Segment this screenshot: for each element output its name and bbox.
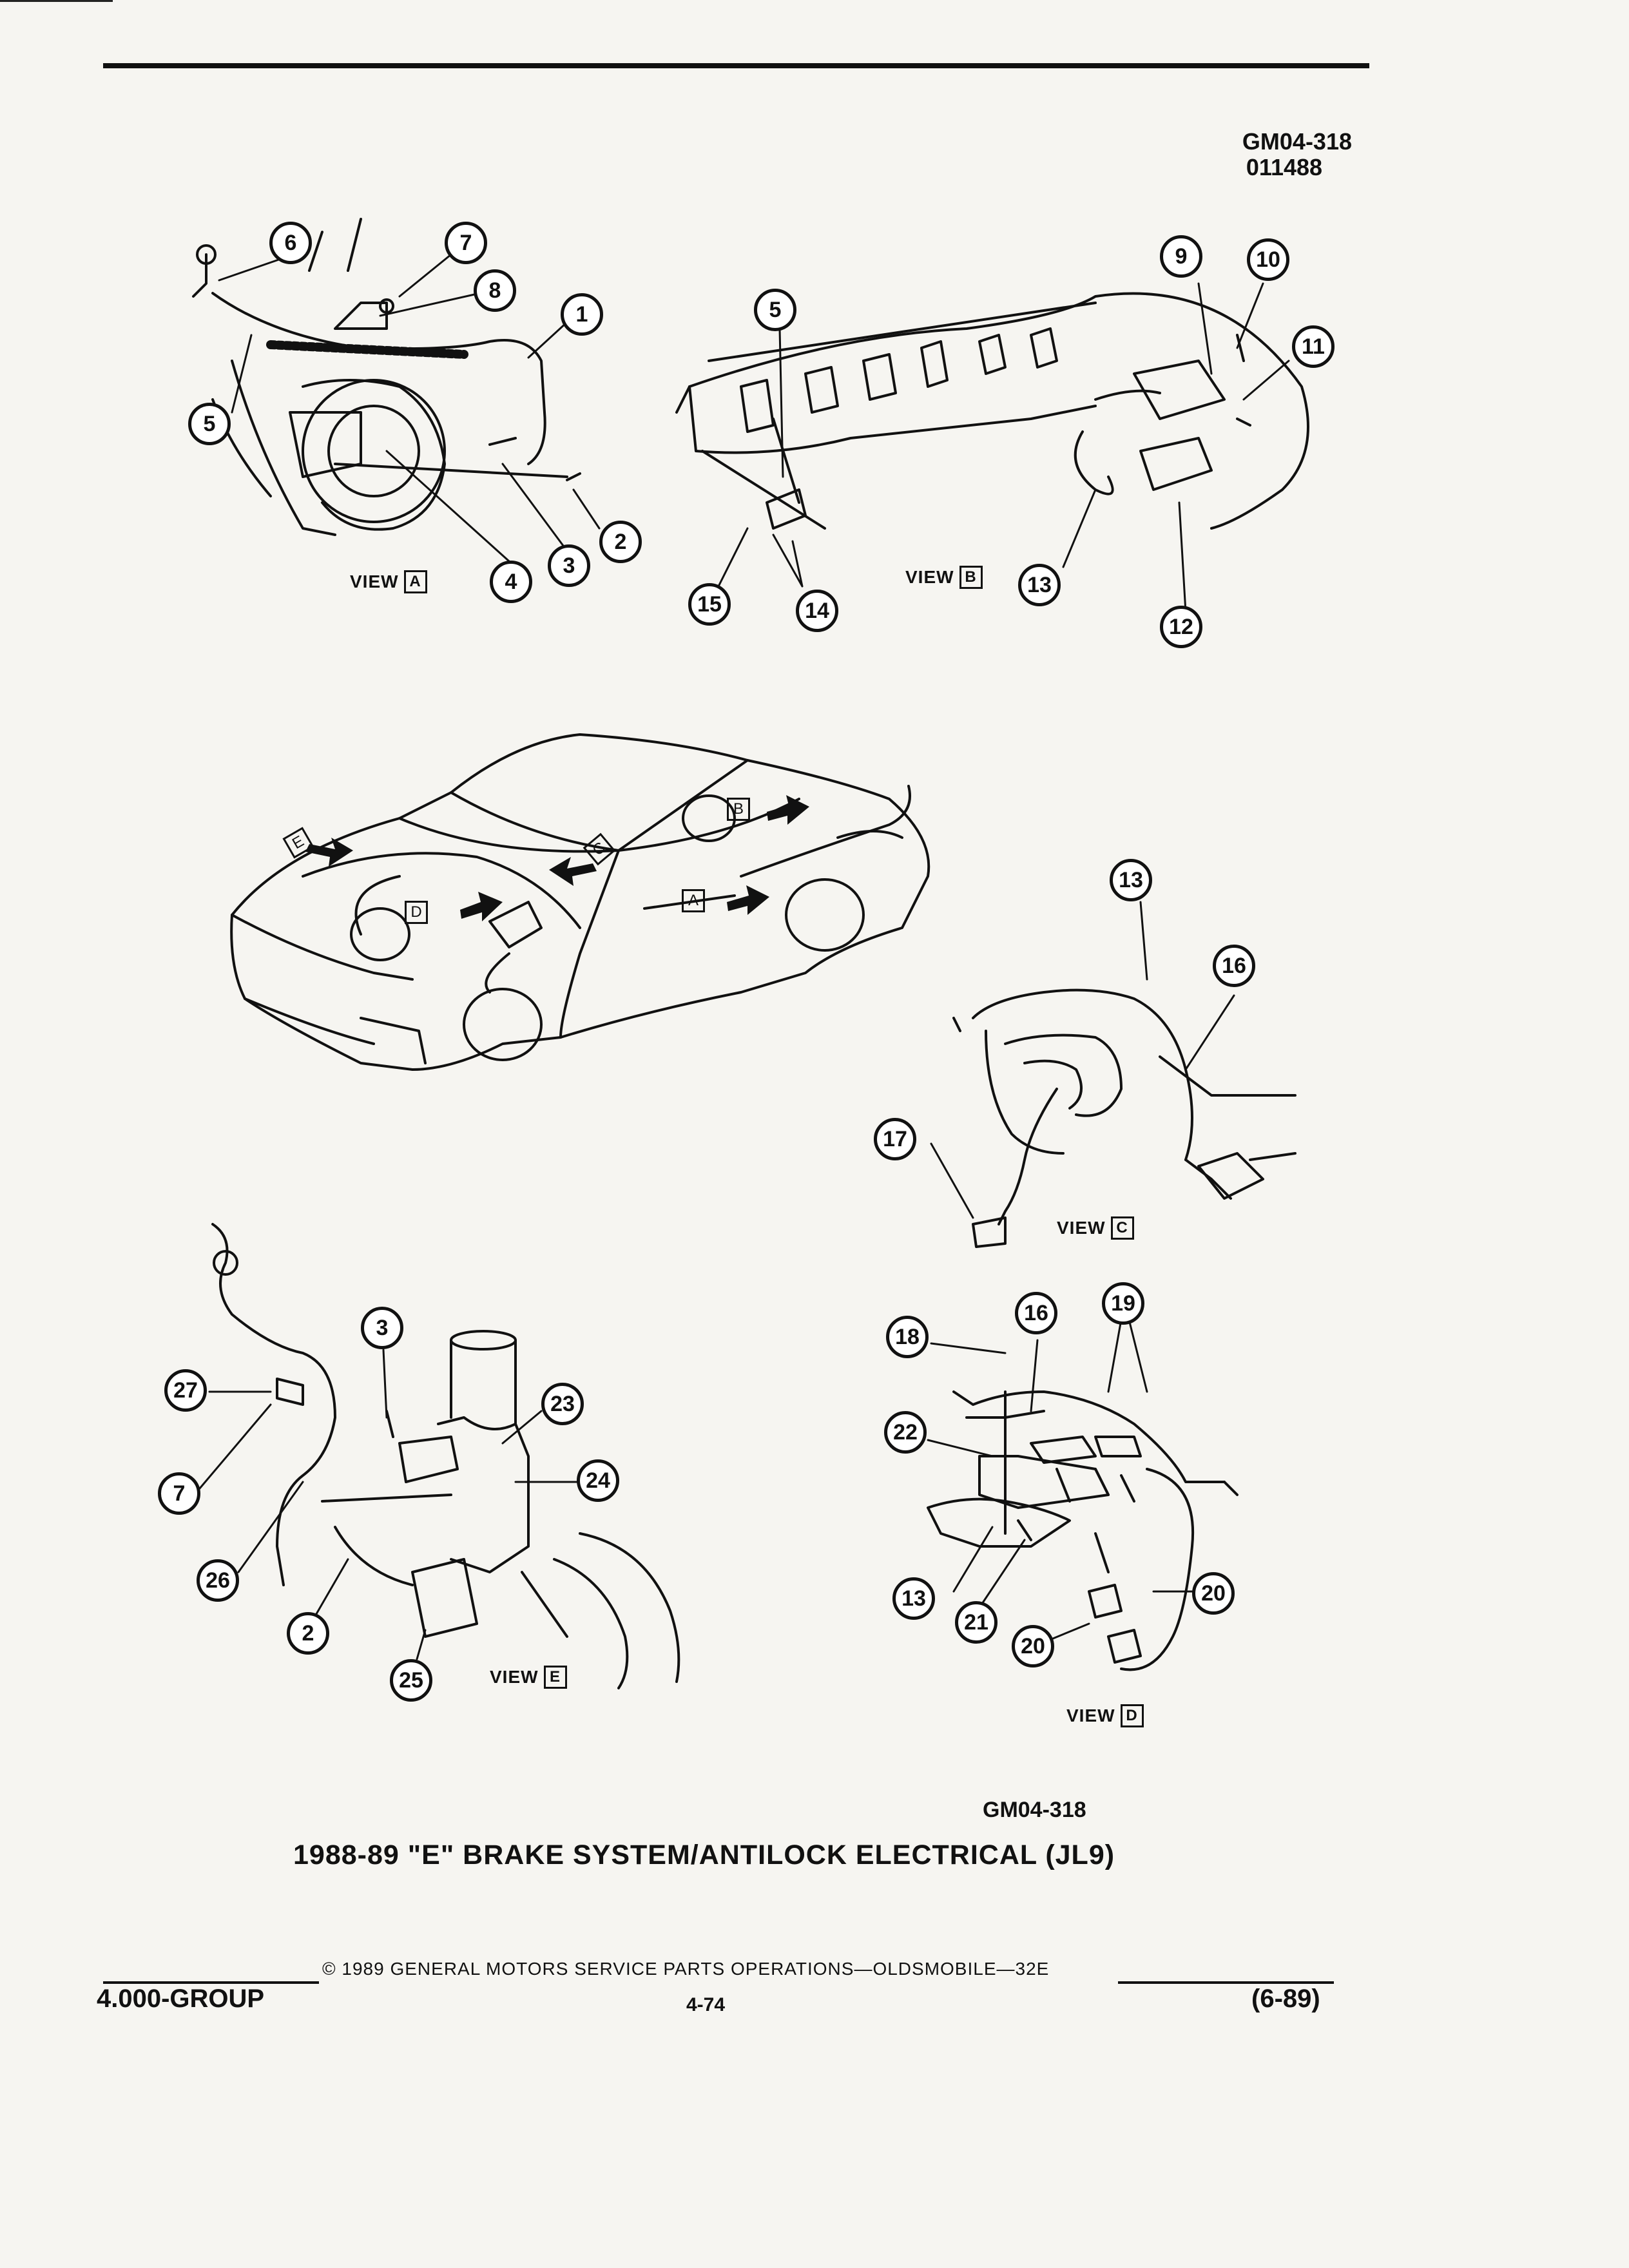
callout-a-2: 2 xyxy=(599,521,642,563)
callout-b-9: 9 xyxy=(1160,235,1202,278)
callout-d-22: 22 xyxy=(884,1411,927,1454)
callout-b-14: 14 xyxy=(796,590,838,632)
view-d-word: VIEW xyxy=(1066,1706,1115,1725)
header-code: GM04-318 011488 xyxy=(1242,129,1352,180)
footer-rule-right xyxy=(1118,1981,1334,1984)
view-a-letter: A xyxy=(403,570,427,593)
view-e-word: VIEW xyxy=(490,1667,539,1687)
callout-d-19: 19 xyxy=(1102,1282,1144,1325)
footer-date: (6-89) xyxy=(1251,1984,1320,2013)
header-code-line2: 011488 xyxy=(1246,154,1323,180)
callout-a-5: 5 xyxy=(188,403,231,445)
header-code-line1: GM04-318 xyxy=(1242,128,1352,155)
callout-b-12: 12 xyxy=(1160,606,1202,648)
callout-d-18: 18 xyxy=(886,1316,929,1358)
corner-mark xyxy=(0,0,113,2)
car-arrow-a: A xyxy=(682,889,705,912)
callout-a-1: 1 xyxy=(561,293,603,336)
view-c-drawing xyxy=(952,988,1296,1248)
callout-d-13: 13 xyxy=(892,1577,935,1620)
callout-a-3: 3 xyxy=(548,544,590,587)
view-e-drawing xyxy=(211,1223,680,1689)
callout-a-8: 8 xyxy=(474,269,516,312)
car-overview-drawing xyxy=(230,733,930,1071)
view-d-label: VIEW D xyxy=(1066,1704,1144,1727)
callout-e-25: 25 xyxy=(390,1659,432,1702)
footer-copyright: © 1989 GENERAL MOTORS SERVICE PARTS OPER… xyxy=(322,1959,1050,1979)
callout-b-11: 11 xyxy=(1292,325,1335,368)
callout-e-3: 3 xyxy=(361,1307,403,1349)
view-a-drawing xyxy=(192,218,581,536)
car-arrow-d: D xyxy=(405,901,428,924)
footer-page-number: 4-74 xyxy=(686,1994,726,2015)
figure-caption: 1988-89 "E" BRAKE SYSTEM/ANTILOCK ELECTR… xyxy=(293,1840,1115,1870)
view-e-letter: E xyxy=(543,1666,567,1689)
callout-b-5: 5 xyxy=(754,289,796,331)
footer-rule-left xyxy=(103,1981,319,1984)
view-b-word: VIEW xyxy=(905,567,954,587)
callout-d-20-right: 20 xyxy=(1192,1572,1235,1615)
callout-c-16: 16 xyxy=(1213,945,1255,987)
callout-b-15: 15 xyxy=(688,583,731,626)
callout-c-17: 17 xyxy=(874,1118,916,1160)
callout-b-13: 13 xyxy=(1018,564,1061,606)
callout-c-13: 13 xyxy=(1110,859,1152,901)
callout-a-7: 7 xyxy=(445,222,487,264)
callout-d-16: 16 xyxy=(1015,1292,1057,1334)
view-a-word: VIEW xyxy=(350,572,399,591)
callout-e-27: 27 xyxy=(164,1369,207,1412)
callout-d-20-left: 20 xyxy=(1012,1625,1054,1667)
footer-group: 4.000-GROUP xyxy=(97,1984,265,2013)
callout-e-7: 7 xyxy=(158,1472,200,1515)
callout-a-4: 4 xyxy=(490,561,532,603)
car-arrow-b: B xyxy=(727,798,750,821)
view-c-word: VIEW xyxy=(1057,1218,1106,1238)
view-d-drawing xyxy=(927,1390,1239,1671)
figure-code: GM04-318 xyxy=(983,1798,1086,1822)
car-direction-arrows xyxy=(305,795,809,921)
callout-leader-lines xyxy=(198,250,1290,1660)
view-b-drawing xyxy=(675,292,1309,530)
callout-e-23: 23 xyxy=(541,1383,584,1425)
view-d-letter: D xyxy=(1120,1704,1144,1727)
callout-e-2: 2 xyxy=(287,1612,329,1655)
header-rule xyxy=(103,63,1369,68)
callout-d-21: 21 xyxy=(955,1601,998,1644)
view-c-letter: C xyxy=(1110,1216,1134,1240)
view-b-letter: B xyxy=(959,566,983,589)
callout-e-24: 24 xyxy=(577,1459,619,1502)
callout-e-26: 26 xyxy=(197,1559,239,1602)
callout-b-10: 10 xyxy=(1247,238,1289,281)
callout-a-6: 6 xyxy=(269,222,312,264)
